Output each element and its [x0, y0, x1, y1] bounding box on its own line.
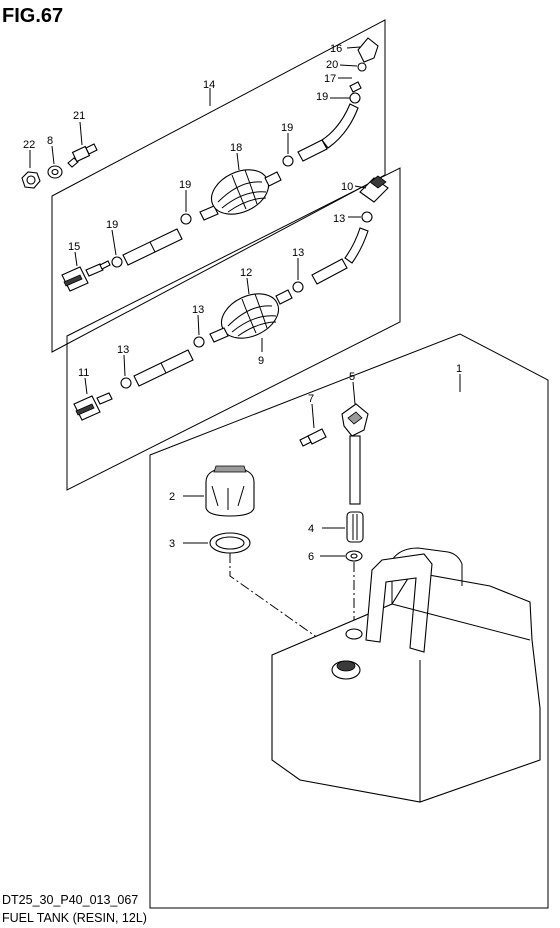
- hose-segment-icon: [122, 228, 183, 266]
- cap-2-icon: [183, 465, 255, 517]
- assembly-box-1: [149, 333, 549, 909]
- assembly-box-14: [51, 19, 386, 353]
- callout-7: 7: [308, 393, 314, 405]
- callout-18: 18: [230, 142, 242, 154]
- connector-11-icon: [73, 377, 113, 421]
- callout-21: 21: [73, 110, 85, 122]
- callout-22: 22: [23, 139, 35, 151]
- callout-15: 15: [68, 241, 80, 253]
- callout-11: 11: [78, 367, 89, 379]
- callout-2: 2: [169, 491, 175, 503]
- fitting-7-icon: [299, 403, 327, 447]
- clamp-19b-icon: [180, 190, 192, 225]
- callout-5: 5: [349, 371, 355, 383]
- hose-segment-b-icon: [133, 349, 194, 387]
- suction-pipe-icon: [349, 435, 361, 505]
- callout-19a: 19: [281, 122, 293, 134]
- callout-17: 17: [324, 73, 336, 85]
- figure-caption: FUEL TANK (RESIN, 12L): [2, 911, 147, 925]
- clamp-19-icon: [111, 229, 123, 268]
- clamp-19c-icon: [282, 133, 294, 167]
- callout-13a: 13: [333, 213, 345, 225]
- callout-16: 16: [330, 43, 342, 55]
- callout-8: 8: [47, 135, 53, 147]
- callout-6: 6: [308, 551, 314, 563]
- primer-bulb-18-icon: [199, 152, 282, 221]
- callout-13d: 13: [117, 344, 129, 356]
- fuel-tank-icon: [271, 547, 541, 803]
- callout-19c: 19: [106, 219, 118, 231]
- figure-code: DT25_30_P40_013_067: [2, 893, 138, 907]
- nut-22-icon: [21, 150, 41, 189]
- lower-hose-icon: [311, 227, 369, 285]
- assembly-box-9: [66, 167, 401, 491]
- callout-20: 20: [326, 59, 338, 71]
- callout-9: 9: [258, 355, 264, 367]
- callout-19d: 19: [316, 91, 328, 103]
- primer-bulb-12-icon: [209, 277, 293, 352]
- figure-title: FIG.67: [2, 5, 63, 27]
- clamp-13a-icon: [348, 211, 373, 223]
- clamp-13b-icon: [292, 258, 304, 293]
- filter-4-icon: [322, 511, 364, 543]
- callout-19b: 19: [179, 179, 191, 191]
- callout-14: 14: [203, 79, 215, 91]
- washer-6-icon: [320, 550, 363, 562]
- clamp-13c-icon: [193, 314, 205, 348]
- elbow-5-icon: [341, 381, 369, 437]
- callout-10: 10: [341, 181, 353, 193]
- callout-1: 1: [456, 363, 462, 375]
- connector-15-icon: [61, 251, 111, 292]
- clamp-13d-icon: [120, 354, 132, 389]
- callout-4: 4: [308, 523, 314, 535]
- callout-3: 3: [169, 538, 175, 550]
- upper-hose-icon: [297, 37, 379, 162]
- gasket-3-icon: [183, 532, 251, 554]
- connector-10-icon: [354, 175, 389, 203]
- fitting-21-icon: [67, 121, 98, 168]
- washer-8-icon: [47, 145, 63, 179]
- callout-13c: 13: [192, 304, 204, 316]
- callout-12: 12: [240, 267, 252, 279]
- callout-13b: 13: [292, 247, 304, 259]
